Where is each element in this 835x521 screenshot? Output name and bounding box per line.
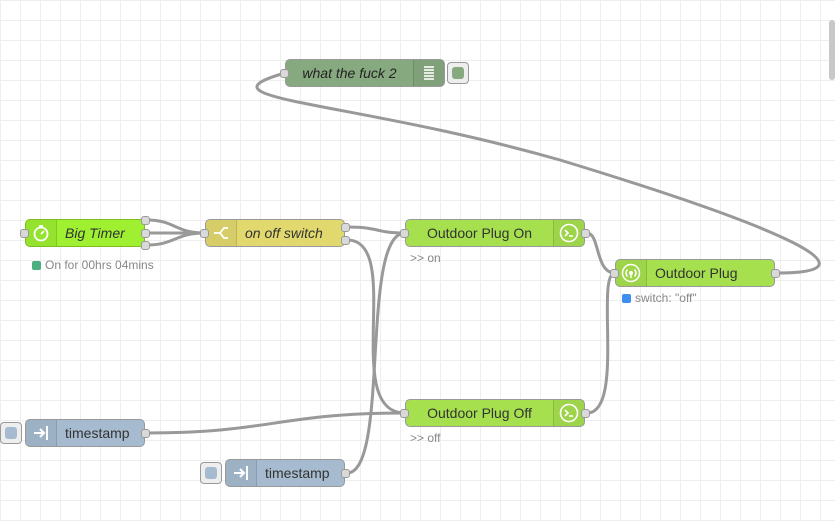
plug-on-output-port[interactable] [581, 229, 590, 238]
big-timer-input-port[interactable] [20, 229, 29, 238]
outdoor-plug-node[interactable]: Outdoor Plug [615, 259, 775, 287]
outdoor-plug-output-port[interactable] [771, 269, 780, 278]
terminal-icon [553, 220, 584, 246]
wire-plug-on-outdoor[interactable] [586, 231, 616, 275]
debug-node[interactable]: what the fuck 2 [285, 59, 445, 87]
outdoor-plug-input-port[interactable] [610, 269, 619, 278]
outdoor-plug-status: switch: "off" [622, 291, 697, 305]
big-timer-status-text: On for 00hrs 04mins [45, 258, 154, 272]
inject1-trigger-button[interactable] [0, 422, 22, 444]
wire-switch-plug-on[interactable] [346, 225, 406, 235]
timer-icon [26, 220, 57, 246]
plug-off-input-port[interactable] [400, 409, 409, 418]
debug-toggle-button[interactable] [447, 62, 469, 84]
big-timer-output-port-2[interactable] [141, 229, 150, 238]
outdoor-plug-label: Outdoor Plug [655, 265, 738, 281]
plug-off-label: Outdoor Plug Off [427, 405, 532, 421]
radio-icon [616, 260, 647, 286]
inject1-node[interactable]: timestamp [25, 419, 145, 447]
switch-output-port-2[interactable] [341, 236, 350, 245]
big-timer-status: On for 00hrs 04mins [32, 258, 154, 272]
plug-off-status-text: >> off [410, 431, 441, 445]
big-timer-label: Big Timer [65, 225, 125, 241]
wire-timer-switch-3[interactable] [146, 231, 206, 247]
list-icon [413, 60, 444, 86]
plug-on-input-port[interactable] [400, 229, 409, 238]
vertical-scrollbar[interactable] [829, 20, 835, 80]
switch-output-port-1[interactable] [341, 223, 350, 232]
switch-label: on off switch [245, 225, 323, 241]
plug-off-status: >> off [410, 431, 440, 445]
status-dot [32, 260, 41, 270]
inject1-output-port[interactable] [141, 429, 150, 438]
wire-timer-switch[interactable] [146, 218, 206, 235]
terminal-icon [553, 400, 584, 426]
big-timer-node[interactable]: Big Timer [25, 219, 145, 247]
switch-node[interactable]: on off switch [205, 219, 345, 247]
plug-off-output-port[interactable] [581, 409, 590, 418]
inject2-label: timestamp [265, 465, 330, 481]
wire-plug-off-outdoor[interactable] [586, 271, 616, 415]
plug-off-node[interactable]: Outdoor Plug Off [405, 399, 585, 427]
inject1-label: timestamp [65, 425, 130, 441]
debug-input-port[interactable] [280, 69, 289, 78]
arrow-in-icon [26, 420, 57, 446]
outdoor-plug-status-text: switch: "off" [635, 291, 697, 305]
inject2-trigger-button[interactable] [200, 462, 222, 484]
inject2-output-port[interactable] [341, 469, 350, 478]
plug-on-node[interactable]: Outdoor Plug On [405, 219, 585, 247]
wire-outdoor-debug[interactable] [255, 71, 821, 275]
plug-on-status-text: >> on [410, 251, 441, 265]
wire-switch-plug-off[interactable] [346, 238, 406, 415]
arrow-in-icon [226, 460, 257, 486]
inject2-node[interactable]: timestamp [225, 459, 345, 487]
big-timer-output-port-3[interactable] [141, 241, 150, 250]
plug-on-status: >> on [410, 251, 441, 265]
switch-input-port[interactable] [200, 229, 209, 238]
big-timer-output-port-1[interactable] [141, 216, 150, 225]
status-dot [622, 293, 631, 303]
wire-inject2-plug-on[interactable] [346, 231, 406, 475]
debug-node-label: what the fuck 2 [302, 65, 397, 81]
wire-inject1-plug-off[interactable] [146, 411, 406, 435]
switch-icon [206, 220, 237, 246]
plug-on-label: Outdoor Plug On [426, 225, 533, 241]
